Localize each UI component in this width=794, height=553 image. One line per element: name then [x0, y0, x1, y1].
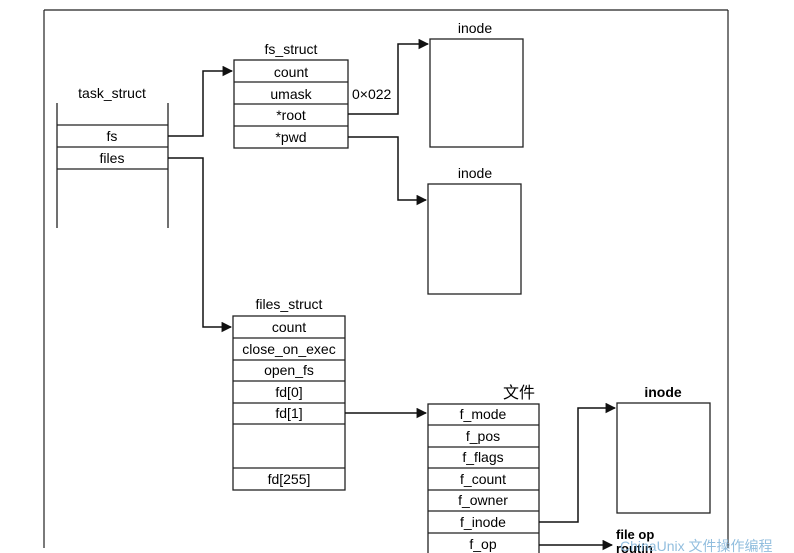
fs-field-umask: umask — [270, 86, 312, 102]
task-field-fs: fs — [107, 128, 118, 144]
files-struct: files_struct count close_on_exec open_fs… — [232, 296, 346, 491]
task-field-files: files — [100, 150, 125, 166]
files-field-fd0: fd[0] — [275, 384, 302, 400]
fs-field-count: count — [274, 64, 308, 80]
file-ops-line1: file op — [616, 527, 654, 542]
pwd-inode-title: inode — [458, 165, 492, 181]
file-struct: 文件 f_mode f_pos f_flags f_count f_owner … — [427, 384, 540, 553]
fs-field-pwd: *pwd — [275, 129, 306, 145]
watermark-text: ChinaUnix 文件操作编程 — [620, 538, 772, 553]
files-field-count: count — [272, 319, 306, 335]
connectors — [168, 38, 617, 551]
file-field-f-mode: f_mode — [460, 406, 507, 422]
file-field-f-pos: f_pos — [466, 428, 500, 444]
pwd-inode: inode — [427, 165, 522, 295]
file-field-f-count: f_count — [460, 471, 506, 487]
fs-field-root: *root — [276, 107, 306, 123]
arrow-root-to-inode — [348, 38, 430, 115]
file-struct-title: 文件 — [503, 384, 535, 402]
arrow-fs-to-fs-struct — [168, 65, 234, 137]
task-struct: task_struct fs files — [56, 85, 169, 228]
root-inode-title: inode — [458, 20, 492, 36]
arrow-pwd-to-inode — [348, 136, 428, 206]
fs-struct-title: fs_struct — [265, 41, 318, 57]
file-field-f-owner: f_owner — [458, 492, 508, 508]
files-field-fd255: fd[255] — [268, 471, 311, 487]
files-struct-title: files_struct — [256, 296, 323, 312]
files-field-close-on-exec: close_on_exec — [242, 341, 335, 357]
files-field-open-fs: open_fs — [264, 362, 314, 378]
file-inode-title: inode — [644, 384, 682, 400]
file-field-f-op: f_op — [469, 536, 496, 552]
file-field-f-inode: f_inode — [460, 514, 506, 530]
file-ops: file op routin — [616, 527, 654, 553]
file-ops-line2: routin — [616, 541, 653, 553]
fs-struct: fs_struct count umask *root *pwd 0×022 — [233, 41, 392, 149]
files-field-fd1: fd[1] — [275, 405, 302, 421]
arrow-f-inode-to-inode — [539, 402, 617, 523]
page-frame — [43, 9, 729, 548]
task-struct-title: task_struct — [78, 85, 146, 101]
umask-value: 0×022 — [352, 86, 392, 102]
file-field-f-flags: f_flags — [462, 449, 503, 465]
arrow-files-to-files-struct — [168, 157, 233, 333]
file-inode: inode — [616, 384, 711, 514]
root-inode: inode — [429, 20, 524, 148]
